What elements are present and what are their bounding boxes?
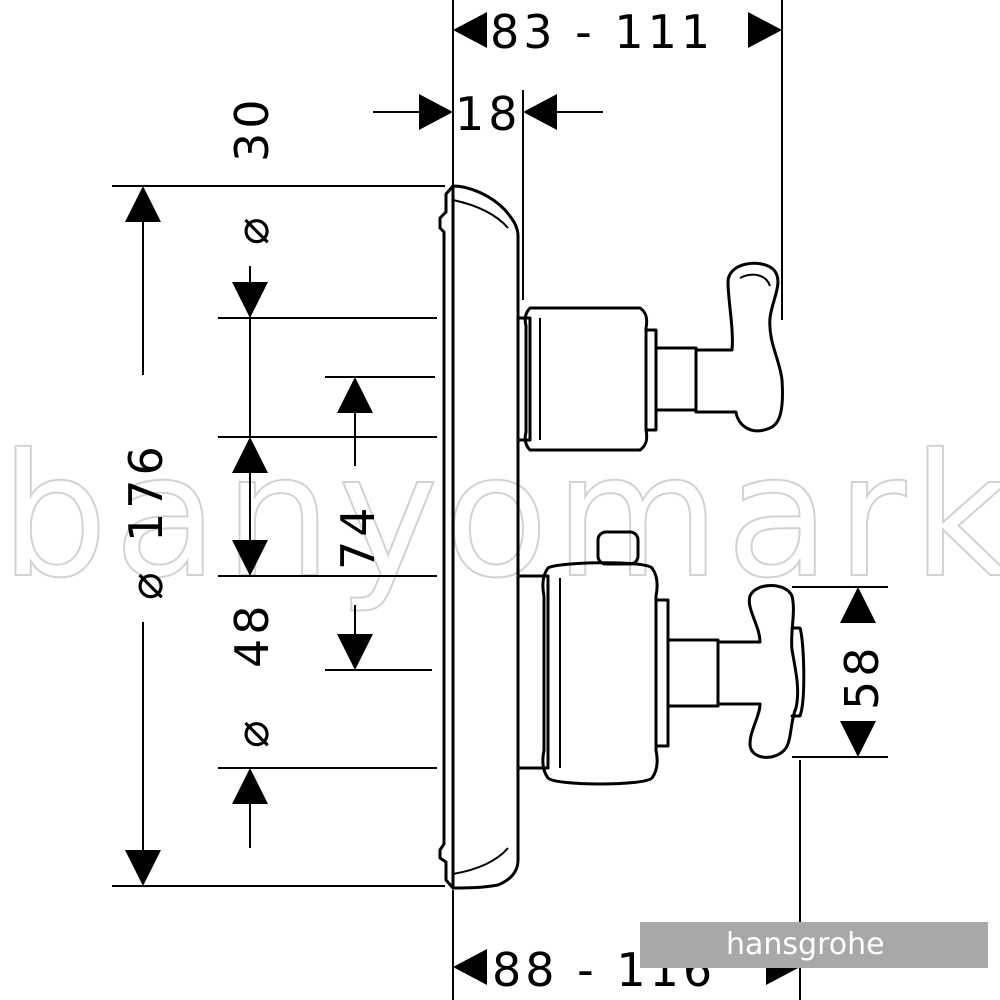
arrow-74-down <box>337 634 373 670</box>
brand-banner: hansgrohe <box>640 922 988 968</box>
bottom-valve <box>516 561 806 786</box>
arrow-58-up <box>840 587 876 623</box>
arrow-left <box>453 12 487 48</box>
dim-handle-size: 58 <box>835 643 889 710</box>
watermark-text: banyomarka <box>0 418 1000 616</box>
dim-spindle-spacing: 74 <box>331 503 385 570</box>
dim-plate-offset: 18 <box>455 87 522 141</box>
arrow-18-right <box>523 94 557 130</box>
arrow-58-down <box>840 721 876 757</box>
arrow-bottom-left <box>453 949 487 985</box>
arrow-30-down <box>232 282 268 318</box>
dim-pipe-diameter-top: 30 <box>225 95 279 162</box>
arrow-18-left <box>419 94 453 130</box>
dim-diameter-symbol-176: ⌀ <box>119 568 173 600</box>
dim-top-depth: 83 - 111 <box>490 5 714 59</box>
cover-plate <box>438 184 520 890</box>
brand-label: hansgrohe <box>726 927 885 962</box>
dim-diameter-symbol-30: ⌀ <box>225 213 279 245</box>
arrow-176-bottom <box>125 850 161 886</box>
arrow-48-down <box>232 540 268 576</box>
dim-plate-diameter: 176 <box>119 442 173 542</box>
arrow-48-up <box>232 437 268 473</box>
arrow-right <box>748 12 782 48</box>
dim-pipe-diameter-bottom: 48 <box>225 601 279 668</box>
arrow-74-up <box>337 377 373 413</box>
arrow-176-top <box>125 186 161 222</box>
top-valve <box>516 261 784 452</box>
dim-diameter-symbol-48: ⌀ <box>225 716 279 748</box>
arrow-48-up-bottom <box>232 768 268 804</box>
